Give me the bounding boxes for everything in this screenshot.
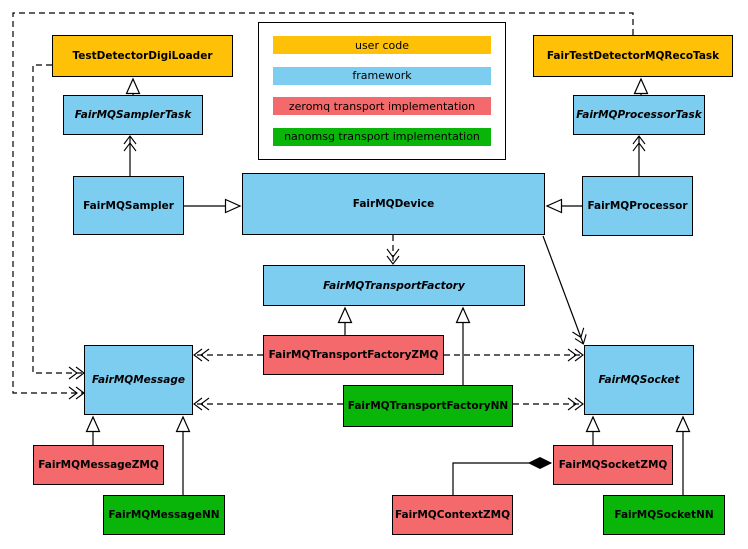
node-fairmqdevice: FairMQDevice xyxy=(242,173,545,235)
node-label: FairMQMessageZMQ xyxy=(38,459,159,471)
node-fairmqprocessortask: FairMQProcessorTask xyxy=(573,95,705,135)
node-label: FairMQSocketNN xyxy=(614,509,714,521)
node-fairmqtransportfactorynn: FairMQTransportFactoryNN xyxy=(343,385,513,427)
node-fairmqsocketnn: FairMQSocketNN xyxy=(603,495,725,535)
node-fairmqtransportfactory: FairMQTransportFactory xyxy=(263,265,525,306)
node-label: FairMQProcessorTask xyxy=(576,109,702,121)
node-fairmqtransportfactoryzmq: FairMQTransportFactoryZMQ xyxy=(263,335,444,375)
node-label: FairMQContextZMQ xyxy=(394,509,511,521)
node-label: FairMQTransportFactoryNN xyxy=(347,400,509,412)
legend-item-nanomsg: nanomsg transport implementation xyxy=(273,127,491,146)
legend-label: nanomsg transport implementation xyxy=(284,130,480,144)
node-label: FairMQMessageNN xyxy=(108,509,220,521)
node-fairmqsamplertask: FairMQSamplerTask xyxy=(63,95,203,135)
legend: user code framework zeromq transport imp… xyxy=(258,22,506,160)
edge-digiloader-message xyxy=(32,64,85,380)
legend-label: framework xyxy=(352,69,412,83)
legend-label: user code xyxy=(354,38,410,52)
node-fairmqsocketzmq: FairMQSocketZMQ xyxy=(553,445,673,485)
node-fairmqcontextzmq: FairMQContextZMQ xyxy=(392,495,513,535)
node-label: TestDetectorDigiLoader xyxy=(72,50,213,62)
node-fairmqmessagezmq: FairMQMessageZMQ xyxy=(33,445,164,485)
node-fairtestdetectormqrecotask: FairTestDetectorMQRecoTask xyxy=(533,35,733,77)
node-fairmqprocessor: FairMQProcessor xyxy=(582,176,693,236)
node-testdetectordigiloader: TestDetectorDigiLoader xyxy=(52,35,233,77)
node-label: FairMQTransportFactoryZMQ xyxy=(268,349,439,361)
edge-device-socket xyxy=(542,235,587,345)
node-fairmqmessagenn: FairMQMessageNN xyxy=(103,495,225,535)
node-label: FairMQSocket xyxy=(598,374,680,386)
node-fairmqsocket: FairMQSocket xyxy=(584,345,694,415)
node-label: FairMQSampler xyxy=(83,199,174,212)
legend-item-framework: framework xyxy=(273,66,491,85)
edge-recotask-message xyxy=(12,12,634,400)
node-label: FairMQMessage xyxy=(92,374,185,386)
legend-item-user-code: user code xyxy=(273,36,491,54)
node-label: FairMQTransportFactory xyxy=(323,279,465,292)
node-label: FairMQSocketZMQ xyxy=(558,459,668,471)
node-label: FairTestDetectorMQRecoTask xyxy=(546,50,720,62)
node-label: FairMQDevice xyxy=(352,198,435,210)
edge-contextzmq-socketzmq xyxy=(452,456,553,495)
node-fairmqmessage: FairMQMessage xyxy=(84,345,193,415)
legend-item-zeromq: zeromq transport implementation xyxy=(273,97,491,116)
legend-label: zeromq transport implementation xyxy=(288,99,476,113)
node-label: FairMQSamplerTask xyxy=(74,109,192,121)
node-fairmqsampler: FairMQSampler xyxy=(73,176,184,235)
node-label: FairMQProcessor xyxy=(587,200,688,212)
